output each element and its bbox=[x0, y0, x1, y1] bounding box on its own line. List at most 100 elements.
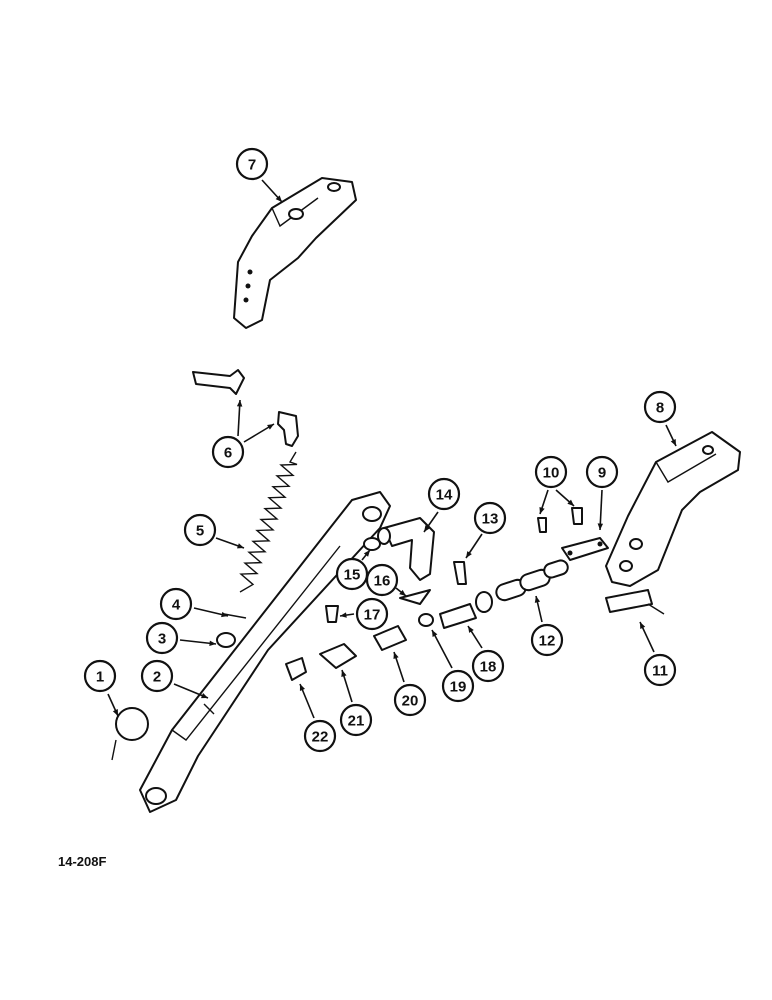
callout-8: 8 bbox=[643, 390, 677, 424]
callout-label: 2 bbox=[153, 669, 161, 686]
leader-5-arrowhead bbox=[237, 543, 244, 549]
callout-label: 7 bbox=[248, 157, 256, 174]
part-4-cotter-pin bbox=[223, 613, 247, 619]
callout-circle bbox=[235, 147, 269, 181]
callout-circle bbox=[534, 455, 568, 489]
leader-14-arrowhead bbox=[424, 525, 430, 532]
leader-17-arrowhead bbox=[340, 612, 347, 618]
part-6-spring-brackets bbox=[192, 369, 299, 447]
part-2-lower-link-arm bbox=[139, 491, 391, 813]
callout-label: 15 bbox=[344, 567, 361, 584]
callout-circle bbox=[355, 597, 389, 631]
part-22-swivel bbox=[285, 657, 307, 681]
callout-label: 14 bbox=[436, 487, 453, 504]
callout-circle bbox=[441, 669, 475, 703]
callout-circle bbox=[471, 649, 505, 683]
leader-9 bbox=[599, 489, 603, 531]
leader-11-arrowhead bbox=[640, 622, 646, 629]
callout-label: 11 bbox=[652, 663, 668, 680]
leader-15-arrowhead bbox=[363, 550, 370, 557]
part-15-bushing bbox=[363, 537, 381, 551]
callout-11: 11 bbox=[643, 653, 677, 687]
callout-label: 4 bbox=[172, 597, 181, 614]
callout-label: 12 bbox=[539, 633, 556, 650]
callout-circle bbox=[159, 587, 193, 621]
callout-12: 12 bbox=[530, 623, 564, 657]
leader-16-arrowhead bbox=[399, 589, 406, 596]
callout-label: 17 bbox=[364, 607, 381, 624]
callout-1: 1 bbox=[83, 659, 117, 693]
leader-18-arrowhead bbox=[468, 626, 474, 633]
callout-label: 16 bbox=[374, 573, 391, 590]
part-18-threaded-rod bbox=[439, 591, 493, 629]
leader-2-arrowhead bbox=[201, 693, 208, 699]
leader-9-arrowhead bbox=[597, 523, 604, 530]
callout-circle bbox=[145, 621, 179, 655]
part-13-pin bbox=[453, 561, 467, 585]
callout-label: 1 bbox=[96, 669, 104, 686]
callout-label: 18 bbox=[480, 659, 497, 676]
callout-label: 19 bbox=[450, 679, 467, 696]
leader-10-b-arrowhead bbox=[567, 499, 574, 506]
callout-15: 15 bbox=[335, 557, 369, 591]
callout-circle bbox=[335, 557, 369, 591]
callout-10: 10 bbox=[534, 455, 568, 489]
callout-circle bbox=[83, 659, 117, 693]
callout-label: 9 bbox=[598, 465, 606, 482]
callout-label: 5 bbox=[196, 523, 204, 540]
leader-8-arrowhead bbox=[670, 439, 676, 446]
callout-circle bbox=[585, 455, 619, 489]
leader-20-arrowhead bbox=[393, 652, 399, 659]
callout-label: 3 bbox=[158, 631, 166, 648]
callout-18: 18 bbox=[471, 649, 505, 683]
callout-circle bbox=[211, 435, 245, 469]
callout-circle bbox=[339, 703, 373, 737]
callout-19: 19 bbox=[441, 669, 475, 703]
part-16-clip bbox=[399, 589, 431, 605]
callout-label: 20 bbox=[402, 693, 419, 710]
part-20-sleeve bbox=[373, 625, 407, 651]
callout-label: 6 bbox=[224, 445, 232, 462]
part-10-pins bbox=[537, 507, 583, 533]
callout-16: 16 bbox=[365, 563, 399, 597]
callout-circle bbox=[365, 563, 399, 597]
leader-1-arrowhead bbox=[112, 709, 118, 716]
part-14-clevis-pin bbox=[377, 517, 435, 581]
callout-22: 22 bbox=[303, 719, 337, 753]
leader-7-arrowhead bbox=[275, 195, 282, 202]
callout-20: 20 bbox=[393, 683, 427, 717]
leader-13-arrowhead bbox=[466, 551, 472, 558]
callout-circle bbox=[643, 653, 677, 687]
leader-12-arrowhead bbox=[534, 596, 541, 603]
part-21-clevis bbox=[319, 643, 357, 669]
callout-circle bbox=[393, 683, 427, 717]
callout-circle bbox=[530, 623, 564, 657]
callout-circle bbox=[303, 719, 337, 753]
callout-label: 21 bbox=[348, 713, 365, 730]
leader-3-arrowhead bbox=[209, 640, 216, 646]
callout-9: 9 bbox=[585, 455, 619, 489]
part-8-right-bracket bbox=[605, 431, 741, 587]
callout-21: 21 bbox=[339, 703, 373, 737]
part-5-spring bbox=[239, 451, 298, 593]
leader-6-b-arrowhead bbox=[267, 424, 274, 430]
callout-label: 13 bbox=[482, 511, 499, 528]
callout-17: 17 bbox=[355, 597, 389, 631]
leader-19-arrowhead bbox=[432, 630, 438, 637]
part-11-link-plate bbox=[605, 589, 665, 615]
callout-5: 5 bbox=[183, 513, 217, 547]
callout-circle bbox=[183, 513, 217, 547]
callout-label: 10 bbox=[543, 465, 560, 482]
callout-14: 14 bbox=[427, 477, 461, 511]
leader-4-arrowhead bbox=[221, 611, 228, 618]
part-3-washer bbox=[216, 632, 236, 648]
leader-19 bbox=[431, 629, 453, 669]
callout-2: 2 bbox=[140, 659, 174, 693]
callout-label: 8 bbox=[656, 400, 664, 417]
callout-4: 4 bbox=[159, 587, 193, 621]
callout-circle bbox=[427, 477, 461, 511]
part-17-bolt bbox=[325, 605, 339, 623]
